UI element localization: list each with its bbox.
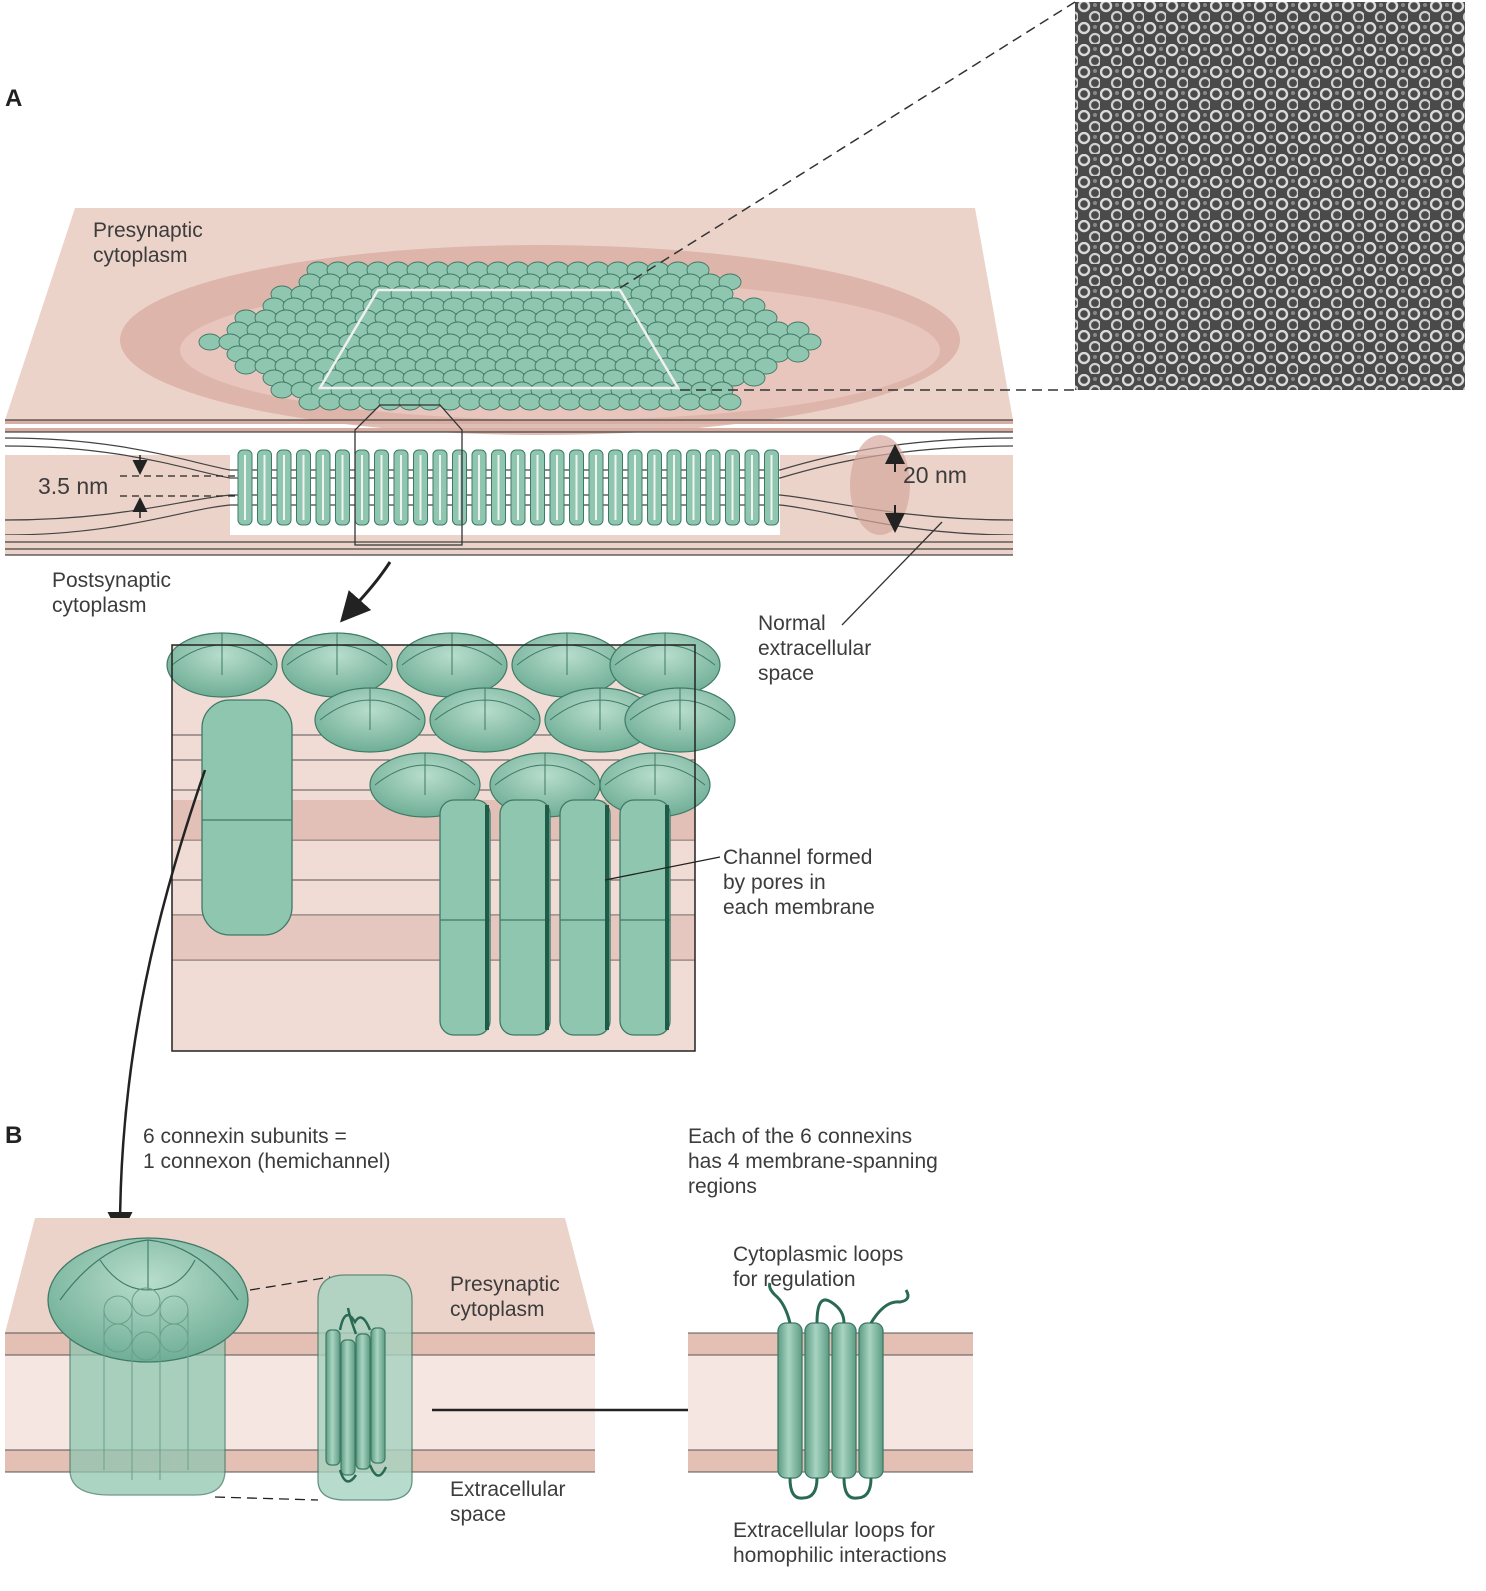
dome-seam	[434, 688, 536, 730]
electron-micrograph	[1075, 2, 1465, 390]
presynaptic-cytoplasm-label: Presynaptic cytoplasm	[93, 219, 203, 267]
dome-seam	[494, 753, 596, 795]
zoom-inset	[166, 632, 736, 1052]
connexon-dome	[458, 393, 482, 411]
connexon-dome	[638, 393, 662, 411]
connexon-dome	[270, 381, 294, 399]
zoom-arrow	[340, 561, 392, 623]
connexon-dome	[798, 333, 822, 351]
dome-seam	[319, 688, 421, 730]
connexon-dome	[558, 393, 582, 411]
connexon-dome	[478, 393, 502, 411]
postsynaptic-membrane-slab	[4, 435, 1014, 556]
normal-extracellular-space-label: Normal extracellular space	[758, 612, 872, 685]
each-connexin-label: Each of the 6 connexins has 4 membrane-s…	[688, 1125, 938, 1198]
channel-leader	[604, 856, 721, 881]
channel-formed-label: Channel formed by pores in each membrane	[723, 846, 875, 919]
dome-seam	[374, 753, 476, 795]
connexon-dome	[754, 357, 778, 375]
zoom-region-outline	[354, 404, 463, 546]
connexon-dome	[518, 393, 542, 411]
connexon-dome	[742, 369, 766, 387]
hemichannel-connector-bottom	[214, 1496, 319, 1501]
connexon-dome	[198, 333, 222, 351]
connexon-dome	[378, 393, 402, 411]
presynaptic-cytoplasm-b-label: Presynaptic cytoplasm	[450, 1273, 560, 1321]
dome-seam	[629, 688, 731, 730]
em-region-outline	[317, 288, 681, 390]
single-connexin	[317, 1274, 413, 1501]
channel-column-large	[619, 799, 671, 1036]
normal-ecs-leader	[841, 521, 943, 626]
channel-column-large	[559, 799, 611, 1036]
membrane-topology	[688, 1282, 973, 1500]
cytoplasmic-loops-label: Cytoplasmic loops for regulation	[733, 1243, 904, 1291]
extracellular-loops-label: Extracellular loops for homophilic inter…	[733, 1519, 947, 1567]
extracellular-space-label: Extracellular space	[450, 1478, 566, 1526]
channel-column-large	[439, 799, 491, 1036]
em-connector-top	[619, 1, 1076, 289]
connexon-dome	[398, 393, 422, 411]
connexon-dome	[234, 357, 258, 375]
connexon-dome	[698, 393, 722, 411]
connexon-dome	[318, 393, 342, 411]
connexon-dome	[786, 345, 810, 363]
gap-20-label: 20 nm	[903, 462, 967, 488]
connexon-dome	[578, 393, 602, 411]
connexon-dome	[298, 393, 322, 411]
connexon-label: 6 connexin subunits = 1 connexon (hemich…	[143, 1125, 391, 1173]
panel-b-arrow	[107, 769, 207, 1237]
gap-3-5-dimension	[120, 455, 235, 518]
hemichannel-connector-top	[249, 1276, 331, 1291]
connexon-dome	[418, 393, 442, 411]
connexon-dome	[498, 393, 522, 411]
channel-column-large	[499, 799, 551, 1036]
panel-b-label: B	[5, 1122, 23, 1149]
connexon-dome	[678, 393, 702, 411]
connexon-hemichannel	[47, 1237, 249, 1496]
connexon-dome	[658, 393, 682, 411]
connexon-dome	[618, 393, 642, 411]
connexon-dome	[538, 393, 562, 411]
gap-3-5-label: 3.5 nm	[38, 473, 109, 499]
panel-a-label: A	[5, 85, 23, 112]
hemichannel-pair	[201, 699, 293, 936]
connexon-dome	[718, 393, 742, 411]
connexon-dome	[338, 393, 362, 411]
connexon-dome	[598, 393, 622, 411]
postsynaptic-cytoplasm-label: Postsynaptic cytoplasm	[52, 569, 172, 617]
channel-columns	[237, 449, 779, 526]
